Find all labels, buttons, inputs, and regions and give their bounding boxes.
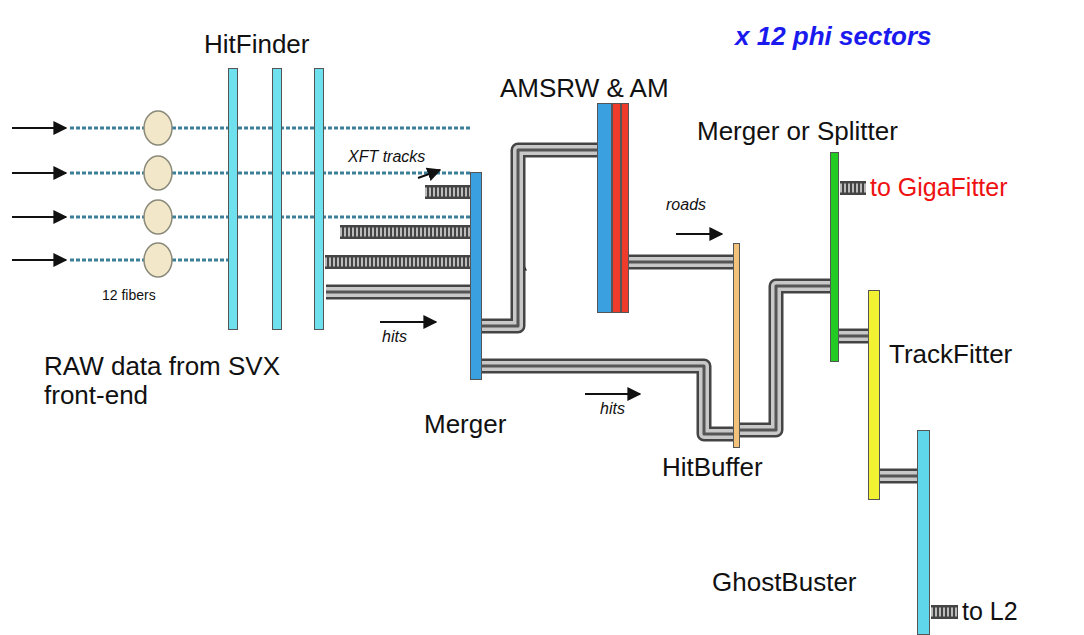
output-label: to L2 <box>962 598 1018 626</box>
ribbon-stripes <box>482 150 597 326</box>
board-name: HitBuffer <box>662 453 763 482</box>
board-name: Merger or Splitter <box>697 117 898 146</box>
associative-memory-boards: AMSRW & AM <box>597 103 629 313</box>
board <box>917 430 930 635</box>
xft-cable <box>425 185 470 199</box>
board-name: TrackFitter <box>889 340 1012 369</box>
ribbon-stripes <box>839 331 868 341</box>
board <box>830 152 839 362</box>
fiber-coil <box>144 200 172 234</box>
fiber-coil <box>144 243 172 277</box>
board <box>314 68 324 330</box>
ribbon-cable-group <box>326 292 470 293</box>
board <box>868 290 880 500</box>
ribbon-cable-group <box>482 150 597 326</box>
board-name: HitFinder <box>204 30 309 59</box>
board <box>272 68 282 330</box>
board <box>597 103 612 313</box>
gigafitter-cable <box>840 181 866 195</box>
ribbon-stripes <box>482 366 733 434</box>
ribbon-cable-group <box>839 336 868 337</box>
input-arrow <box>12 259 66 261</box>
ribbon-cable <box>326 285 470 300</box>
flow-label: hits <box>598 400 627 418</box>
board <box>621 103 629 313</box>
trackfitter-board: TrackFitter <box>868 290 880 500</box>
input-arrow <box>12 172 66 174</box>
ribbon-cable-group <box>880 476 917 477</box>
input-arrow <box>12 127 66 129</box>
output-label: to GigaFitter <box>870 174 1008 202</box>
board <box>612 103 621 313</box>
ribbon-stripes <box>629 257 733 267</box>
sector-count-note: x 12 phi sectors <box>735 22 932 51</box>
ribbon-stripes <box>326 291 470 294</box>
ribbon-stripes <box>326 287 470 297</box>
ribbon-cable <box>482 150 597 326</box>
fiber-count-label: 12 fibers <box>102 288 156 303</box>
ribbon-cable <box>839 329 868 344</box>
flow-arrow <box>676 233 722 235</box>
fiber <box>70 127 470 130</box>
hit-cable-stripes <box>325 258 470 267</box>
hit-cable <box>340 225 470 239</box>
input-arrow <box>12 216 66 218</box>
fiber <box>70 216 470 219</box>
ribbon-cable <box>880 469 917 484</box>
fiber-coil <box>144 156 172 190</box>
ribbon-stripes <box>740 286 830 430</box>
extra-cables <box>325 188 958 612</box>
fiber <box>70 172 470 175</box>
ribbon-cable-group <box>740 286 830 430</box>
ribbon-cable <box>740 286 830 430</box>
hitbuffer-board: HitBuffer <box>733 243 740 448</box>
ribbon-cable <box>482 366 733 434</box>
l2-cable-stripes <box>931 608 958 617</box>
flow-arrow <box>585 393 640 395</box>
ribbon-cable-group <box>482 366 733 434</box>
fiber-lines <box>70 128 470 260</box>
board-name: GhostBuster <box>712 568 857 597</box>
xft-cable-stripes <box>425 188 470 197</box>
merger-board: Merger <box>470 172 482 380</box>
merger-splitter-board: Merger or Splitter <box>830 152 839 362</box>
fiber-coil <box>144 111 172 145</box>
hit-cable <box>325 255 470 269</box>
ribbon-stripes <box>482 150 597 326</box>
flow-arrow <box>380 321 436 323</box>
ribbon-stripes <box>880 471 917 481</box>
ribbon-stripes <box>482 366 733 434</box>
ribbon-stripes <box>629 261 733 264</box>
xft-label: XFT tracks <box>348 148 425 166</box>
input-description: RAW data from SVX front-end <box>44 352 304 409</box>
flow-label: hits <box>380 328 409 346</box>
hitfinder-boards: HitFinder <box>226 68 326 330</box>
board <box>470 172 482 380</box>
ribbon-cable <box>629 255 733 270</box>
ribbon-cable-group <box>629 262 733 263</box>
board <box>733 243 740 448</box>
fiber-coils <box>144 111 172 277</box>
board-name: AMSRW & AM <box>500 74 669 103</box>
input-arrows <box>12 128 66 260</box>
ribbon-stripes <box>740 286 830 430</box>
ribbon-stripes <box>880 475 917 478</box>
flow-arrow <box>418 170 440 178</box>
board-name: Merger <box>424 410 506 439</box>
flow-label: roads <box>664 196 708 214</box>
l2-cable <box>931 605 958 619</box>
ghostbuster-board: GhostBuster <box>917 430 930 635</box>
hit-cable-stripes <box>340 228 470 237</box>
board <box>228 68 238 330</box>
gigafitter-cable-stripes <box>840 184 866 193</box>
ribbon-stripes <box>839 335 868 338</box>
